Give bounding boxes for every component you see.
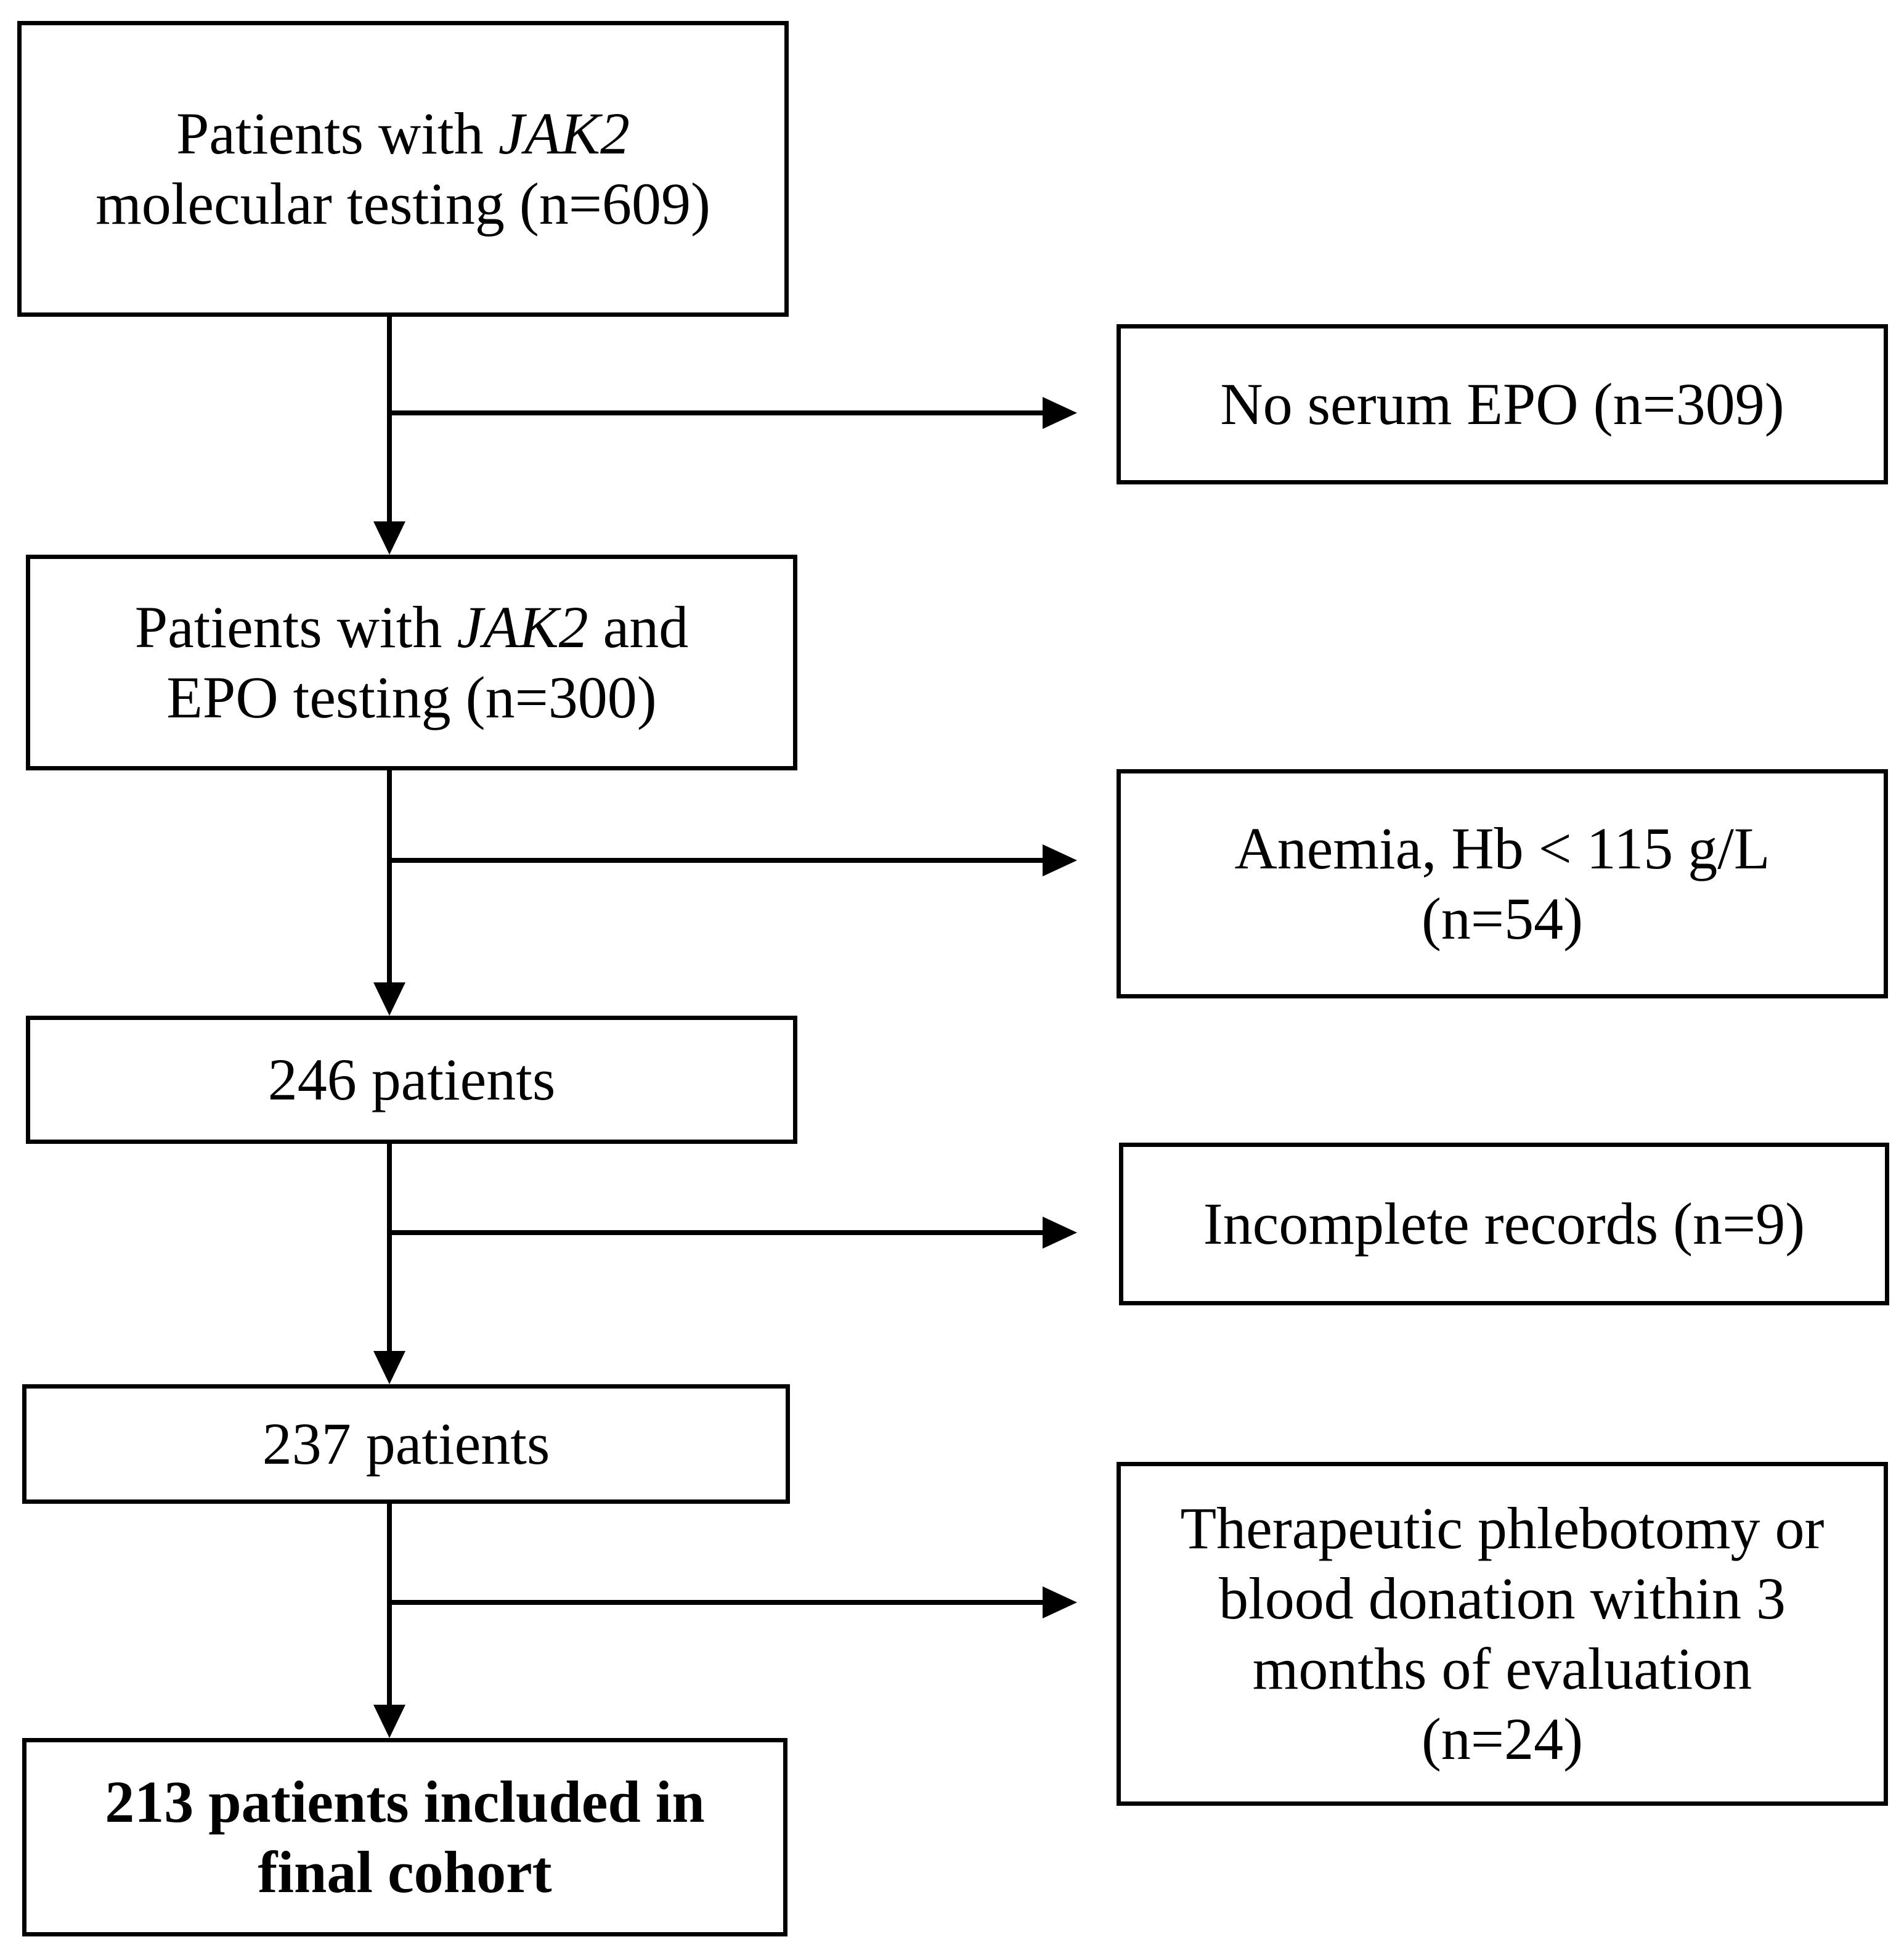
exclusion-no-epo-label: No serum EPO (n=309): [1220, 371, 1784, 437]
exclusion-no-epo-box: No serum EPO (n=309): [1117, 324, 1888, 484]
exclusion-phlebotomy-line3: months of evaluation: [1252, 1636, 1752, 1702]
arrowhead-ex1: [1043, 397, 1077, 429]
arrowhead-step2: [373, 521, 405, 555]
exclusion-anemia-line2: (n=54): [1421, 886, 1584, 952]
step1-line2: molecular testing (n=609): [96, 171, 710, 237]
arrowhead-step4: [373, 1351, 405, 1384]
exclusion-incomplete-label: Incomplete records (n=9): [1203, 1191, 1805, 1257]
exclusion-incomplete-box: Incomplete records (n=9): [1119, 1143, 1889, 1305]
exclusion-phlebotomy-line4: (n=24): [1421, 1706, 1584, 1772]
final-cohort-box: 213 patients included in final cohort: [22, 1738, 787, 1936]
exclusion-phlebotomy-box: Therapeutic phlebotomy or blood donation…: [1117, 1462, 1888, 1806]
step2-line2: EPO testing (n=300): [166, 664, 657, 730]
exclusion-anemia-line1: Anemia, Hb < 115 g/L: [1234, 815, 1770, 881]
exclusion-phlebotomy-line1: Therapeutic phlebotomy or: [1180, 1495, 1825, 1561]
arrowhead-ex2: [1043, 844, 1077, 876]
final-cohort-line2: final cohort: [258, 1839, 552, 1905]
arrowhead-ex4: [1043, 1586, 1077, 1618]
arrowhead-ex3: [1043, 1217, 1077, 1249]
step3-box: 246 patients: [26, 1016, 797, 1144]
step4-label: 237 patients: [262, 1411, 550, 1477]
step2-box: Patients with JAK2 and EPO testing (n=30…: [26, 555, 797, 770]
arrowhead-step5: [373, 1705, 405, 1738]
exclusion-phlebotomy-line2: blood donation within 3: [1219, 1565, 1786, 1631]
step1-box: Patients with JAK2 molecular testing (n=…: [17, 21, 789, 317]
step3-label: 246 patients: [267, 1046, 556, 1112]
step2-line1: Patients with JAK2 and: [134, 594, 689, 660]
step1-line1: Patients with JAK2: [176, 100, 630, 166]
gene-name: JAK2: [498, 100, 630, 166]
step4-box: 237 patients: [22, 1384, 790, 1504]
exclusion-anemia-box: Anemia, Hb < 115 g/L (n=54): [1117, 769, 1888, 998]
arrowhead-step3: [373, 982, 405, 1016]
gene-name: JAK2: [457, 594, 588, 660]
final-cohort-line1: 213 patients included in: [105, 1769, 705, 1835]
